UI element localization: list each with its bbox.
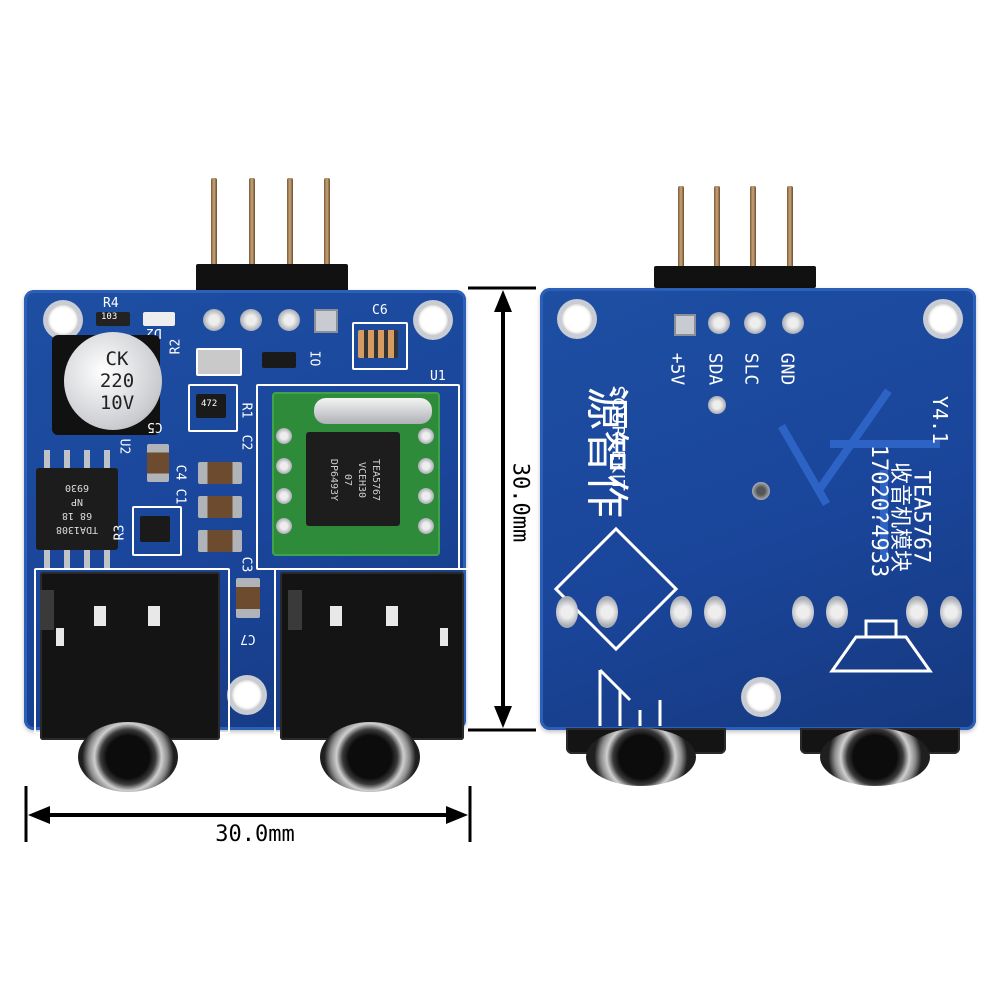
mounting-hole: [928, 304, 958, 334]
mounting-hole: [232, 680, 262, 710]
pin-label-slc: SLC: [740, 352, 762, 386]
label-r4: R4: [103, 296, 119, 311]
back-board-photo: +5V SDA SLC GND 源智作 SOURCEKIT Y4.1 17020…: [500, 0, 1000, 1000]
electrolytic-capacitor: CK 220 10V: [52, 330, 164, 438]
version-label: Y4.1: [928, 395, 953, 445]
label-c6: C6: [372, 303, 388, 318]
model-label: TEA5767: [908, 470, 934, 564]
pin-label-gnd: GND: [776, 352, 798, 386]
mounting-hole: [48, 305, 78, 335]
mounting-hole: [418, 305, 448, 335]
speaker-icon: [829, 619, 933, 673]
pin-label-5v: +5V: [666, 352, 688, 386]
module-name-chinese: 收音机模块: [887, 461, 913, 573]
mounting-hole: [562, 304, 592, 334]
mounting-hole: [746, 682, 776, 712]
width-dimension-label: 30.0mm: [215, 822, 295, 847]
antenna-icon: [598, 668, 662, 726]
pin-label-sda: SDA: [704, 352, 726, 386]
amplifier-ic: TDA1308 68 18 NP 6930: [36, 450, 118, 568]
front-board-photo: R4 103 D2 R2 IO C6 U1 CK 220 10V 472 R1 …: [24, 178, 470, 792]
brand-english: SOURCEKIT: [607, 385, 628, 492]
phone-number: 17020?4933: [866, 444, 892, 578]
label-u1: U1: [430, 369, 446, 384]
tea5767-module: TEA5767 VCEH30 07 DP6493Y: [272, 392, 440, 556]
back-pcb: [540, 288, 976, 730]
